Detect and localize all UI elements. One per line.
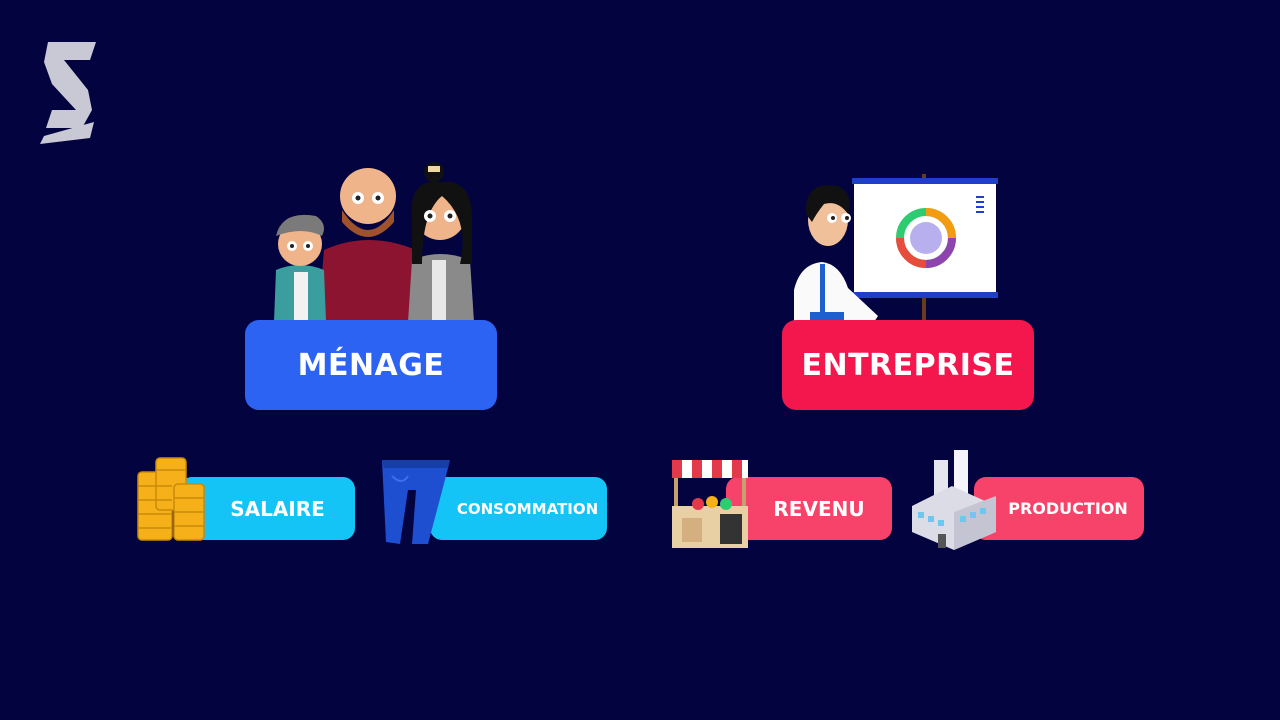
production-pill: PRODUCTION (974, 477, 1144, 540)
revenu-pill: REVENU (726, 477, 892, 540)
consommation-label: CONSOMMATION (456, 499, 599, 518)
salaire-pill: SALAIRE (180, 477, 355, 540)
businessman-presentation-icon (790, 170, 1002, 322)
menage-label: MÉNAGE (245, 320, 497, 410)
consommation-pill: CONSOMMATION (430, 477, 607, 540)
coins-icon (136, 456, 206, 542)
entreprise-label: ENTREPRISE (782, 320, 1034, 410)
jeans-icon (378, 456, 454, 546)
market-stall-icon (668, 456, 752, 556)
revenu-label: REVENU (773, 496, 865, 521)
factory-icon (908, 446, 1000, 552)
salaire-label: SALAIRE (230, 496, 325, 521)
entreprise-label-text: ENTREPRISE (801, 347, 1015, 383)
family-illustration-icon (262, 160, 484, 322)
menage-label-text: MÉNAGE (297, 347, 445, 383)
production-label: PRODUCTION (1008, 499, 1128, 518)
s-logo-icon (38, 38, 100, 144)
